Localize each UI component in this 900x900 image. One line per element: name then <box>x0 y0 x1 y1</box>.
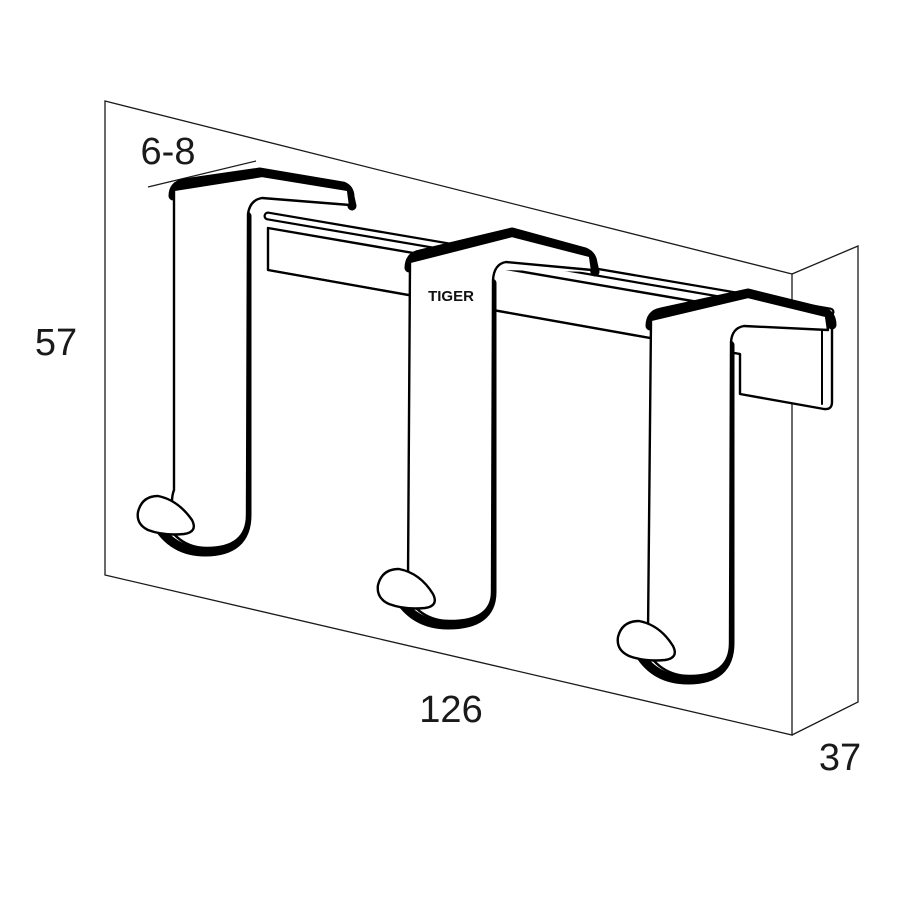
hook-2-arm-face <box>402 234 594 623</box>
hook-3-arm-face <box>641 295 830 678</box>
brand-logo-text: TIGER <box>428 288 474 305</box>
bounding-box-side-face <box>791 245 859 736</box>
hook-1 <box>136 167 357 557</box>
hook-1-tip <box>136 494 195 536</box>
hook-1-arm-face <box>160 174 352 550</box>
bounding-box <box>104 100 859 736</box>
height-label: 57 <box>35 322 77 364</box>
depth-label: 37 <box>819 737 861 779</box>
door-thickness-dimension-line <box>147 160 257 188</box>
hook-3 <box>616 288 837 685</box>
hook-2-tip <box>376 567 436 610</box>
door-thickness-label: 6-8 <box>141 131 196 173</box>
hook-3-tip <box>616 619 676 662</box>
width-label: 126 <box>419 689 482 731</box>
hook-2: TIGER <box>376 227 600 630</box>
